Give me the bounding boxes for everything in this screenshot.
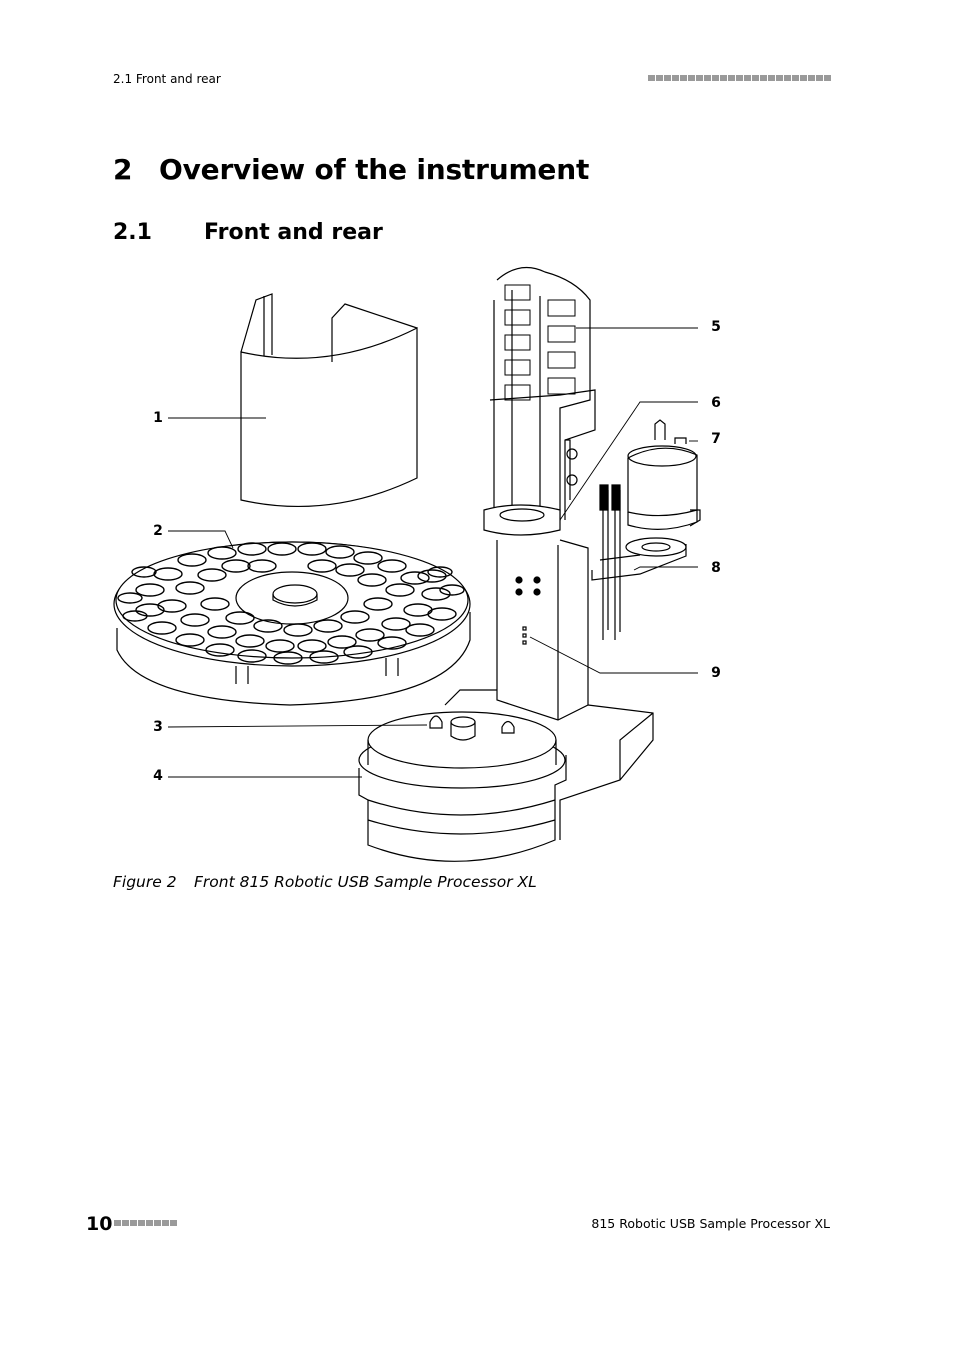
callout-4: 4 (153, 768, 163, 784)
chapter-title-text: Overview of the instrument (159, 153, 590, 186)
section-number: 2.1 (113, 220, 152, 245)
splash-shield (240, 293, 418, 507)
section-title: 2.1 Front and rear (113, 218, 383, 248)
sample-rack (113, 541, 471, 706)
callout-3: 3 (153, 719, 163, 735)
figure-caption-label: Figure 2 (113, 873, 177, 891)
running-header: 2.1 Front and rear (113, 72, 221, 86)
turntable (358, 711, 567, 862)
titration-head (591, 419, 701, 640)
callout-6: 6 (711, 395, 721, 411)
footer-document-title: 815 Robotic USB Sample Processor XL (591, 1216, 830, 1231)
footer-decoration-squares (114, 1220, 177, 1226)
chapter-number: 2 (113, 153, 133, 186)
instrument-illustration (113, 266, 701, 862)
page-number: 10 (86, 1213, 113, 1235)
section-title-text: Front and rear (204, 220, 383, 245)
header-decoration-squares (648, 75, 831, 81)
robotic-tower (444, 266, 654, 840)
callout-9: 9 (711, 665, 721, 681)
callout-5: 5 (711, 319, 721, 335)
callout-leaders (167, 327, 698, 778)
callout-7: 7 (711, 431, 721, 447)
callout-1: 1 (153, 410, 163, 426)
figure-caption-text: Front 815 Robotic USB Sample Processor X… (194, 873, 537, 891)
callout-8: 8 (711, 560, 721, 576)
callout-2: 2 (153, 523, 163, 539)
figure-caption: Figure 2 Front 815 Robotic USB Sample Pro… (113, 872, 537, 892)
chapter-title: 2 Overview of the instrument (113, 151, 589, 189)
